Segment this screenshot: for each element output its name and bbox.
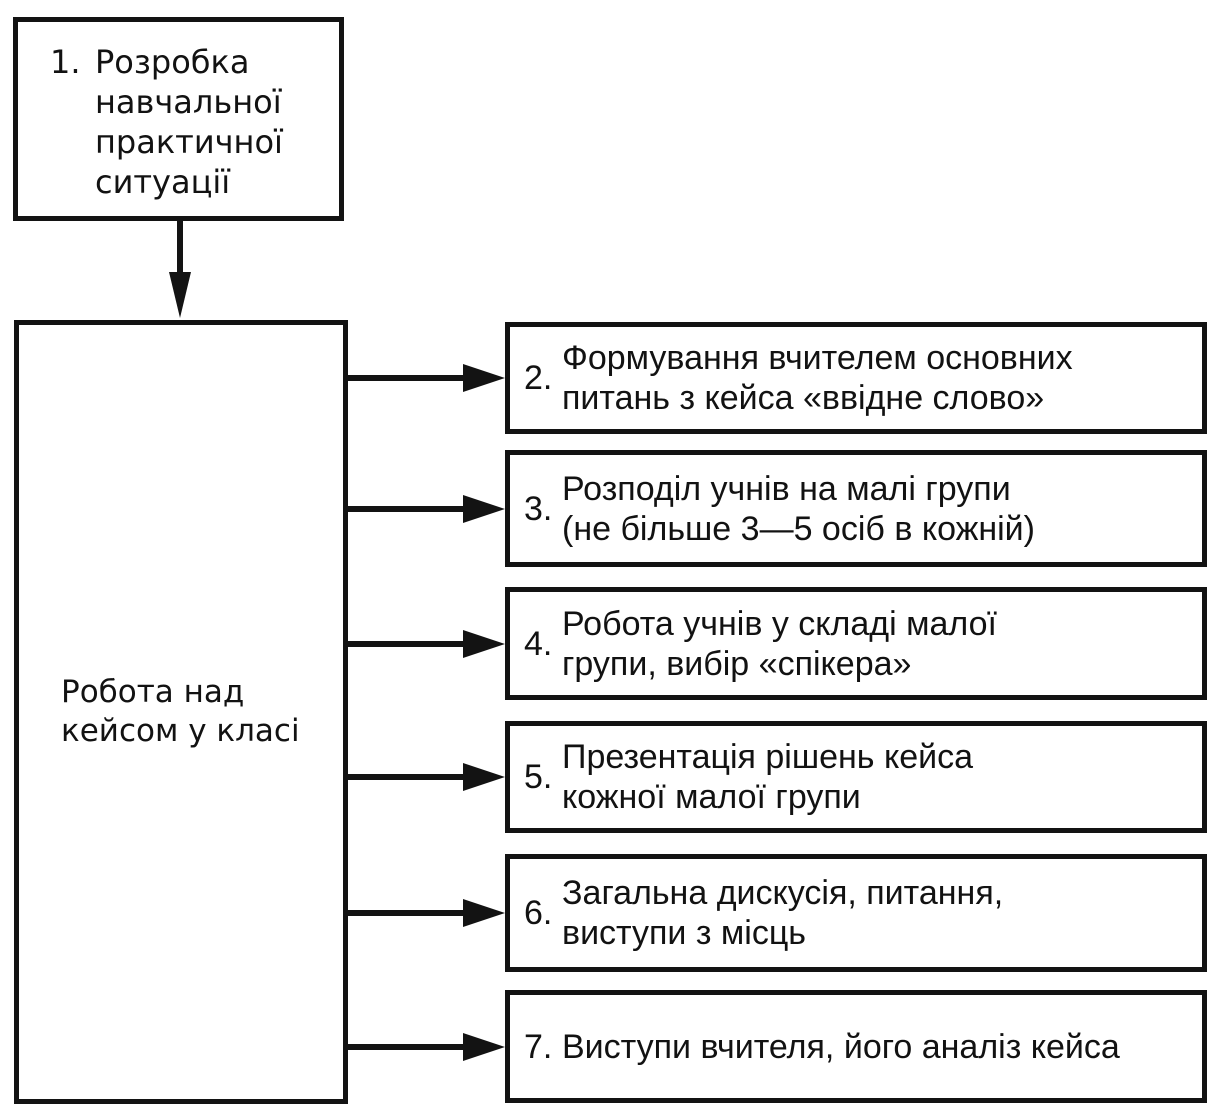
- step-5-number: 5.: [524, 758, 553, 796]
- step-1-text: Розробка навчальної практичної ситуації: [95, 43, 283, 201]
- step-2-number: 2.: [524, 359, 553, 397]
- arrow-right-icon: [347, 630, 505, 658]
- step-6-number: 6.: [524, 894, 553, 932]
- left-process-text: Робота над кейсом у класі: [61, 674, 300, 749]
- arrow-head: [463, 763, 505, 791]
- arrow-right-icon: [347, 899, 505, 927]
- arrow-shaft: [347, 774, 467, 780]
- step-5-box: 5. Презентація рішень кейса кожної малої…: [505, 721, 1207, 833]
- arrow-down-icon: [165, 220, 195, 320]
- arrow-right-icon: [347, 763, 505, 791]
- left-process-box: Робота над кейсом у класі: [14, 320, 348, 1104]
- arrow-shaft: [347, 375, 467, 381]
- arrow-right-icon: [347, 495, 505, 523]
- arrow-head: [463, 364, 505, 392]
- arrow-shaft: [347, 1044, 467, 1050]
- step-2-text: Формування вчителем основних питань з ке…: [562, 339, 1073, 417]
- step-5-text: Презентація рішень кейса кожної малої гр…: [562, 738, 974, 816]
- step-7-box: 7. Виступи вчителя, його аналіз кейса: [505, 990, 1207, 1103]
- arrow-right-icon: [347, 1033, 505, 1061]
- step-4-box: 4. Робота учнів у складі малої групи, ви…: [505, 587, 1207, 700]
- arrow-shaft: [347, 910, 467, 916]
- step-3-number: 3.: [524, 489, 553, 528]
- step-1-number: 1.: [50, 43, 81, 81]
- step-6-box: 6. Загальна дискусія, питання, виступи з…: [505, 854, 1207, 972]
- step-4-text: Робота учнів у складі малої групи, вибір…: [562, 604, 997, 683]
- arrow-shaft: [177, 220, 183, 278]
- step-7-number: 7.: [524, 1027, 553, 1066]
- step-2-box: 2. Формування вчителем основних питань з…: [505, 322, 1207, 434]
- arrow-head: [463, 495, 505, 523]
- arrow-head: [463, 1033, 505, 1061]
- arrow-head: [169, 272, 191, 318]
- step-1-box: 1. Розробка навчальної практичної ситуац…: [13, 17, 344, 221]
- arrow-head: [463, 899, 505, 927]
- arrow-head: [463, 630, 505, 658]
- arrow-shaft: [347, 506, 467, 512]
- arrow-shaft: [347, 641, 467, 647]
- step-7-text: Виступи вчителя, його аналіз кейса: [562, 1027, 1120, 1066]
- step-3-text: Розподіл учнів на малі групи (не більше …: [562, 469, 1035, 548]
- step-4-number: 4.: [524, 624, 553, 663]
- step-6-text: Загальна дискусія, питання, виступи з мі…: [562, 874, 1004, 952]
- step-3-box: 3. Розподіл учнів на малі групи (не біль…: [505, 450, 1207, 567]
- arrow-right-icon: [347, 364, 505, 392]
